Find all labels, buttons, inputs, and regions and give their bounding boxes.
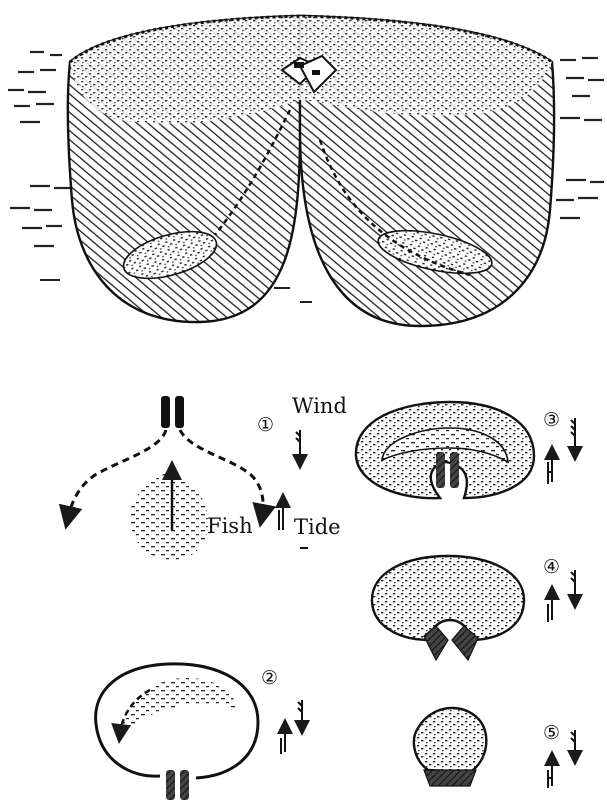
- boat-2-right: [180, 770, 189, 800]
- purse-net-illustration: [8, 16, 604, 326]
- wind-arrow-2: [298, 700, 302, 728]
- water-lines-left: [8, 52, 70, 246]
- tide-arrow-1: [279, 500, 283, 530]
- tide-arrow-5: [548, 758, 552, 788]
- step-5-diagram: [414, 708, 575, 788]
- wind-arrow-3: [571, 418, 575, 454]
- boat-5-bunch: [424, 770, 476, 786]
- tide-arrow-4: [548, 592, 552, 622]
- wind-arrow-4: [571, 570, 575, 602]
- label-tide: Tide: [294, 517, 341, 538]
- boat-3-right: [450, 452, 459, 488]
- tide-arrow-3: [548, 452, 552, 484]
- tide-arrow-2: [281, 726, 285, 754]
- boat-2-left: [166, 770, 175, 800]
- step-number-4: ④: [543, 558, 560, 577]
- wind-arrow-5: [571, 730, 575, 758]
- step-number-1: ①: [257, 416, 274, 435]
- step-number-5: ⑤: [543, 724, 560, 743]
- step-number-2: ②: [261, 669, 278, 688]
- fish-school: [130, 470, 208, 560]
- wind-arrow-1: [296, 430, 300, 462]
- label-wind: Wind: [292, 396, 347, 417]
- boat-right: [175, 396, 184, 428]
- step-number-3: ③: [543, 411, 560, 430]
- net-kidney-4: [372, 556, 524, 640]
- boat-3-left: [436, 452, 445, 488]
- label-fish: Fish: [207, 516, 253, 537]
- water-lines-right: [556, 58, 604, 218]
- boat-left: [161, 396, 170, 428]
- net-ball-5: [414, 708, 486, 772]
